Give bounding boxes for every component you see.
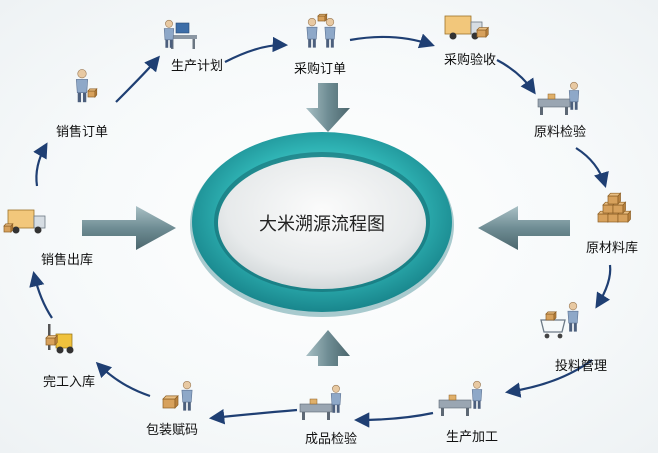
step-purchase-order: 采购订单 bbox=[294, 13, 346, 77]
cycle-connector-7 bbox=[504, 359, 593, 398]
step-label-product-inspection: 成品检验 bbox=[305, 431, 357, 447]
cycle-connector-4 bbox=[496, 59, 536, 95]
shopping-cart-icon bbox=[540, 301, 579, 339]
cycle-connector-1 bbox=[115, 55, 160, 103]
step-sales-order: 销售订单 bbox=[56, 69, 108, 140]
packaging-station-icon bbox=[162, 380, 193, 411]
step-label-raw-material-store: 原材料库 bbox=[586, 240, 638, 256]
step-label-purchase-order: 采购订单 bbox=[294, 61, 346, 77]
step-label-production-processing: 生产加工 bbox=[446, 430, 498, 445]
step-label-feeding-management: 投料管理 bbox=[555, 358, 607, 374]
arrow-right-left bbox=[478, 206, 570, 250]
step-label-purchase-receipt: 采购验收 bbox=[444, 52, 496, 68]
product-inspection-icon bbox=[299, 384, 342, 420]
purchasing-person-icon bbox=[306, 13, 336, 48]
outbound-truck-icon bbox=[3, 209, 46, 234]
boxes-stack-icon bbox=[597, 192, 632, 223]
step-label-packaging-coding: 包装赋码 bbox=[146, 423, 198, 438]
step-label-material-inspection: 原料检验 bbox=[534, 124, 586, 140]
cycle-connector-9 bbox=[208, 408, 298, 425]
inspection-station-icon bbox=[537, 81, 580, 115]
step-product-inspection: 成品检验 bbox=[299, 384, 357, 447]
cycle-connector-5 bbox=[575, 147, 609, 188]
forklift-icon bbox=[45, 324, 74, 354]
sales-person-icon bbox=[75, 69, 98, 103]
arrow-bottom-up bbox=[306, 330, 350, 366]
step-sales-outbound: 销售出库 bbox=[3, 209, 93, 268]
step-label-sales-order: 销售订单 bbox=[56, 124, 108, 140]
cycle-connector-2 bbox=[224, 36, 289, 63]
step-label-sales-outbound: 销售出库 bbox=[41, 252, 93, 268]
delivery-truck-icon bbox=[444, 15, 490, 40]
cycle-connector-11 bbox=[29, 270, 53, 319]
cycle-connector-10 bbox=[95, 361, 151, 398]
step-label-finished-store: 完工入库 bbox=[43, 374, 95, 390]
step-packaging-coding: 包装赋码 bbox=[146, 380, 198, 438]
step-production-processing: 生产加工 bbox=[438, 380, 498, 445]
step-finished-store: 完工入库 bbox=[43, 324, 95, 390]
step-material-inspection: 原料检验 bbox=[534, 81, 586, 140]
step-purchase-receipt: 采购验收 bbox=[444, 15, 496, 68]
cycle-connectors bbox=[29, 33, 612, 428]
step-raw-material-store: 原材料库 bbox=[586, 192, 638, 256]
cycle-connector-3 bbox=[349, 33, 435, 49]
center-ellipse: 大米溯源流程图 bbox=[190, 132, 454, 317]
processing-machine-icon bbox=[438, 380, 483, 416]
cycle-connector-12 bbox=[33, 142, 48, 187]
step-feeding-management: 投料管理 bbox=[540, 301, 607, 374]
planner-person-icon bbox=[163, 19, 197, 49]
arrow-left-right bbox=[82, 206, 176, 250]
step-production-plan: 生产计划 bbox=[163, 19, 223, 74]
cycle-connector-6 bbox=[595, 264, 612, 309]
step-label-production-plan: 生产计划 bbox=[171, 59, 223, 74]
center-title: 大米溯源流程图 bbox=[259, 214, 385, 235]
arrow-top-down bbox=[306, 83, 350, 132]
cycle-connector-8 bbox=[353, 411, 434, 428]
flow-arrows bbox=[82, 83, 570, 366]
